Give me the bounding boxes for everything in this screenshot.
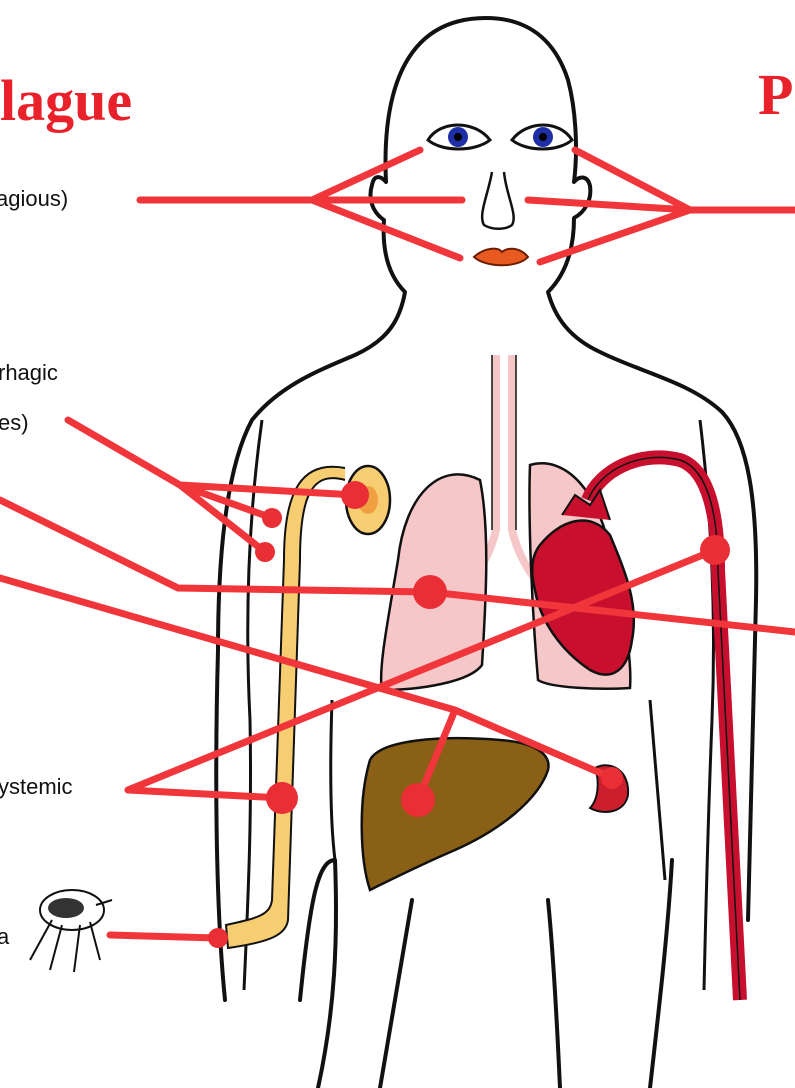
right-eye-icon	[512, 125, 572, 149]
marker-arm-upper	[262, 508, 282, 528]
flea-icon	[30, 890, 112, 972]
callout-flea	[110, 935, 218, 938]
marker-vessel	[266, 782, 298, 814]
marker-liver	[401, 783, 435, 817]
torso-left-side	[331, 700, 335, 860]
left-eye-icon	[428, 125, 490, 149]
nose-icon	[482, 172, 514, 229]
callout-face-right	[528, 150, 795, 262]
marker-flea-entry	[208, 928, 228, 948]
lips-icon	[474, 249, 528, 266]
marker-artery	[700, 535, 730, 565]
torso-right-side	[650, 700, 665, 880]
marker-spleen	[601, 767, 623, 789]
marker-lymph-node	[341, 481, 369, 509]
callout-face-left	[140, 150, 462, 258]
marker-lung	[413, 575, 447, 609]
marker-arm-lower	[255, 542, 275, 562]
liver-icon	[362, 738, 549, 890]
